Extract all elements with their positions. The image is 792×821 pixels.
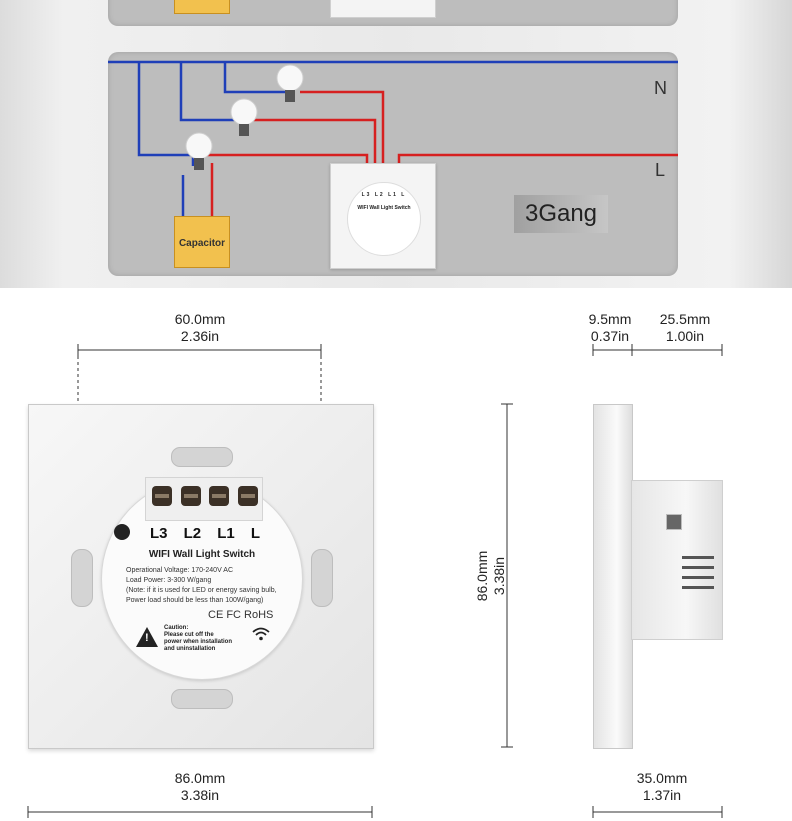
terminal-labels: L3 L2 L1 L <box>150 525 260 542</box>
dimension-mm: 9.5mm <box>588 311 632 327</box>
dimension-in: 3.38in <box>180 787 220 803</box>
bulb-icon <box>230 98 258 136</box>
switch-back-view: L3 L2 L1 L WIFI Wall Light Switch Operat… <box>28 404 374 749</box>
side-vent <box>682 556 714 559</box>
side-latch <box>666 514 682 530</box>
capacitor-label: Capacitor <box>178 238 226 249</box>
certification-marks: CE FC RoHS <box>208 609 274 621</box>
terminal-screw <box>152 486 172 506</box>
terminal-screw <box>181 486 201 506</box>
dimension-mm: 86.0mm <box>174 770 226 786</box>
switch-side-body <box>631 480 723 640</box>
dimension-in: 3.38in <box>491 556 507 596</box>
mini-switch-disc: L3 L2 L1 L WIFI Wall Light Switch <box>347 182 421 256</box>
gang-label: 3Gang <box>514 195 608 233</box>
height-dimension: 86.0mm 3.38in <box>474 531 508 621</box>
plate-depth-dimension: 9.5mm 0.37in <box>580 311 640 345</box>
mounting-clip <box>71 549 93 607</box>
terminal-label: L3 <box>150 525 168 542</box>
mini-switch-title: WIFI Wall Light Switch <box>357 205 411 211</box>
terminal-label: L2 <box>183 525 202 542</box>
dimension-mm: 35.0mm <box>636 770 688 786</box>
switch-side-plate <box>593 404 633 749</box>
mini-switch: L3 L2 L1 L WIFI Wall Light Switch <box>330 163 436 269</box>
capacitor-partial <box>174 0 230 14</box>
bulb-icon <box>276 64 304 102</box>
caution-text: Caution: Please cut off the power when i… <box>164 625 233 652</box>
body-depth-dimension: 25.5mm 1.00in <box>650 311 720 345</box>
dimension-mm: 25.5mm <box>659 311 711 327</box>
terminal-screw <box>209 486 229 506</box>
terminal-screw <box>238 486 258 506</box>
bottom-width-dimension: 86.0mm 3.38in <box>160 770 240 804</box>
terminal-label: L1 <box>217 525 235 542</box>
dimension-in: 2.36in <box>180 328 220 344</box>
wifi-icon <box>252 627 270 641</box>
capacitor: Capacitor <box>174 216 230 268</box>
dimension-in: 0.37in <box>590 328 630 344</box>
total-depth-dimension: 35.0mm 1.37in <box>622 770 702 804</box>
top-width-dimension: 60.0mm 2.36in <box>160 311 240 345</box>
dimension-mm: 60.0mm <box>174 311 226 327</box>
dimension-in: 1.37in <box>642 787 682 803</box>
spec-line: (Note: if it is used for LED or energy s… <box>126 587 277 594</box>
switch-module: L3 L2 L1 L WIFI Wall Light Switch Operat… <box>101 477 303 680</box>
side-vent <box>682 566 714 569</box>
spec-line: Operational Voltage: 170-240V AC <box>126 567 234 574</box>
side-vent <box>682 576 714 579</box>
warning-icon: ! <box>136 627 158 647</box>
mini-switch-partial <box>330 0 436 18</box>
indicator-dot <box>114 524 130 540</box>
mounting-clip <box>171 447 233 467</box>
side-vent <box>682 586 714 589</box>
live-label: L <box>655 160 666 180</box>
terminal-block <box>145 477 263 521</box>
spec-line: Power load should be less than 100W/gang… <box>126 597 264 604</box>
mini-switch-terminals: L3 L2 L1 L <box>361 192 407 198</box>
dimension-in: 1.00in <box>665 328 705 344</box>
bulb-icon <box>185 132 213 170</box>
wiring-diagram <box>108 60 678 218</box>
spec-line: Load Power: 3-300 W/gang <box>126 577 212 584</box>
neutral-label: N <box>654 78 667 98</box>
switch-title: WIFI Wall Light Switch <box>148 549 256 560</box>
terminal-label: L <box>250 525 260 542</box>
mounting-clip <box>311 549 333 607</box>
mounting-clip <box>171 689 233 709</box>
dimension-mm: 86.0mm <box>474 550 490 602</box>
